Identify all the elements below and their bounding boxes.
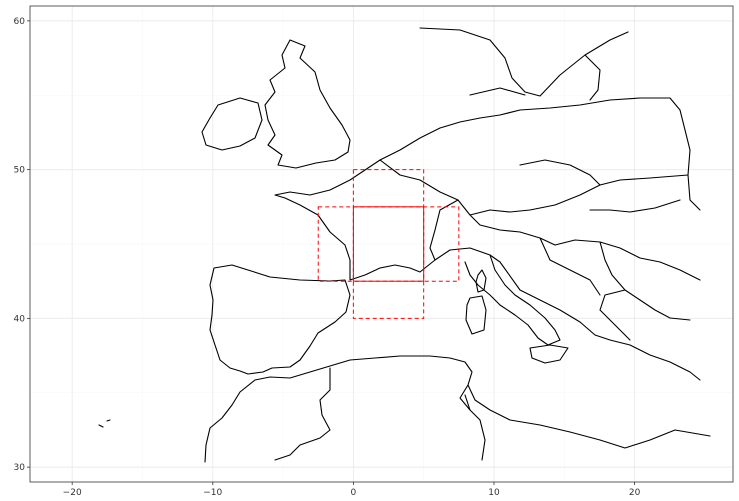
axis-ticks: −20 −10 0 10 20 30 40 50 60 — [14, 5, 734, 498]
y-tick-label: 50 — [14, 166, 26, 176]
x-tick-label: 10 — [488, 488, 500, 498]
rectangles — [317, 169, 460, 319]
panel-border — [29, 5, 734, 483]
coastline-scandinavia — [419, 27, 629, 101]
x-tick-label: 20 — [629, 488, 641, 498]
coastline-sardinia — [465, 295, 487, 335]
coastline-continental-europe — [274, 97, 701, 381]
coastline-canary-islands — [98, 419, 111, 428]
border-algeria-tunisia — [464, 394, 471, 411]
x-tick-label: 0 — [351, 488, 357, 498]
coastline-north-africa — [204, 355, 711, 463]
coastline-corsica — [475, 269, 487, 293]
x-tick-label: −10 — [203, 488, 222, 498]
y-tick-label: 60 — [14, 17, 26, 27]
coastline-ireland — [201, 97, 263, 151]
country-borders — [379, 159, 701, 341]
y-tick-label: 40 — [14, 314, 26, 324]
dashed-box-vertical — [352, 169, 425, 319]
dashed-box-horizontal — [317, 206, 460, 282]
x-tick-label: −20 — [63, 488, 82, 498]
coastline-sicily — [529, 344, 569, 364]
grid-lines — [30, 6, 733, 482]
border-morocco-algeria — [274, 367, 331, 461]
coastlines — [98, 27, 711, 463]
coastline-great-britain — [264, 39, 351, 169]
coastline-iberia — [209, 264, 351, 375]
y-tick-label: 30 — [14, 463, 26, 473]
